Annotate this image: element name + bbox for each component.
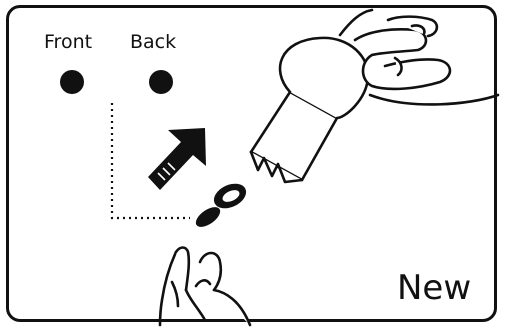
front-dot (60, 70, 84, 94)
front-label: Front (44, 33, 92, 52)
back-label: Back (130, 33, 176, 52)
plug-oval (193, 203, 224, 231)
hand-holding-tool-icon (251, 10, 498, 182)
new-badge-label: New (397, 271, 471, 305)
arrow-up-right-icon (148, 128, 206, 190)
hand-pinching-icon (160, 248, 250, 326)
back-dot (149, 70, 173, 94)
